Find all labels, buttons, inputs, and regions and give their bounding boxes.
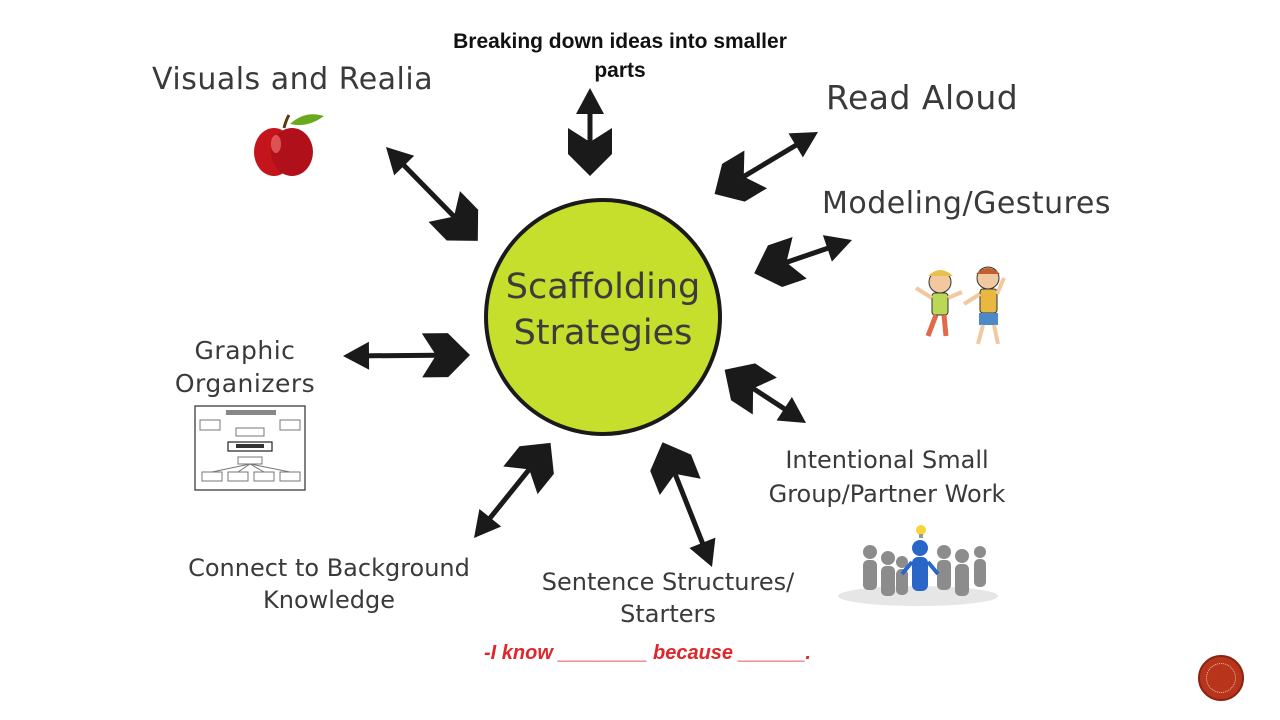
arrow-fletching: [650, 442, 701, 496]
arrow-to-modeling: [754, 235, 852, 288]
arrow-fletching: [428, 191, 479, 241]
read-aloud-label: Read Aloud: [826, 78, 1019, 117]
arrow-to-sentence: [650, 442, 716, 568]
sentence-structures-label: Sentence Structures/ Starters: [541, 568, 795, 628]
arrow-head: [776, 397, 806, 423]
arrow-to-visuals: [386, 147, 479, 241]
sentence-starter-example: -I know ________ because ______.: [484, 642, 811, 664]
arrow-to-breaking-down: [568, 88, 612, 176]
center-title: Scaffolding Strategies: [505, 267, 701, 353]
arrow-shaft: [483, 467, 532, 526]
small-group-partner-work-label: Intentional Small Group/Partner Work: [768, 446, 1006, 508]
arrow-head: [788, 132, 818, 158]
arrow-head: [822, 235, 852, 262]
modeling-gestures-label: Modeling/Gestures: [822, 186, 1111, 221]
arrow-shaft: [742, 139, 804, 179]
breaking-down-ideas-label: Breaking down ideas into smaller parts: [453, 30, 787, 82]
visuals-and-realia-label: Visuals and Realia: [152, 62, 434, 97]
center-circle: [484, 198, 722, 436]
next-slide-button[interactable]: [1198, 655, 1244, 701]
graphic-organizers-label: Graphic Organizers: [174, 336, 316, 398]
arrow-shaft: [396, 158, 456, 219]
arrow-shaft: [672, 472, 708, 552]
arrow-head: [473, 508, 502, 539]
arrow-head: [689, 537, 716, 568]
arrow-fletching: [568, 128, 612, 176]
people-group-lightbulb-icon: [838, 525, 998, 606]
arrow-shaft: [360, 352, 437, 359]
arrow-to-background: [473, 442, 554, 539]
arrow-fletching: [754, 236, 807, 288]
arrow-to-small-group: [724, 363, 806, 423]
arrow-fletching: [714, 150, 768, 202]
next-slide-icon: [1206, 663, 1236, 693]
arrow-fletching: [503, 442, 554, 495]
arrow-shaft: [785, 243, 836, 265]
arrow-head: [386, 147, 415, 176]
arrows: [343, 88, 852, 568]
arrow-head: [343, 341, 370, 370]
graphic-organizer-chart-icon: [194, 405, 306, 491]
arrow-fletching: [421, 333, 470, 378]
arrow-to-graphic-organizers: [343, 333, 470, 378]
arrow-head: [576, 88, 604, 114]
apple-icon: [254, 114, 324, 176]
arrow-to-read-aloud: [714, 132, 818, 202]
background-knowledge-label: Connect to Background Knowledge: [188, 554, 470, 614]
arrow-fletching: [724, 363, 777, 415]
kids-gesturing-icon: [914, 266, 1006, 345]
